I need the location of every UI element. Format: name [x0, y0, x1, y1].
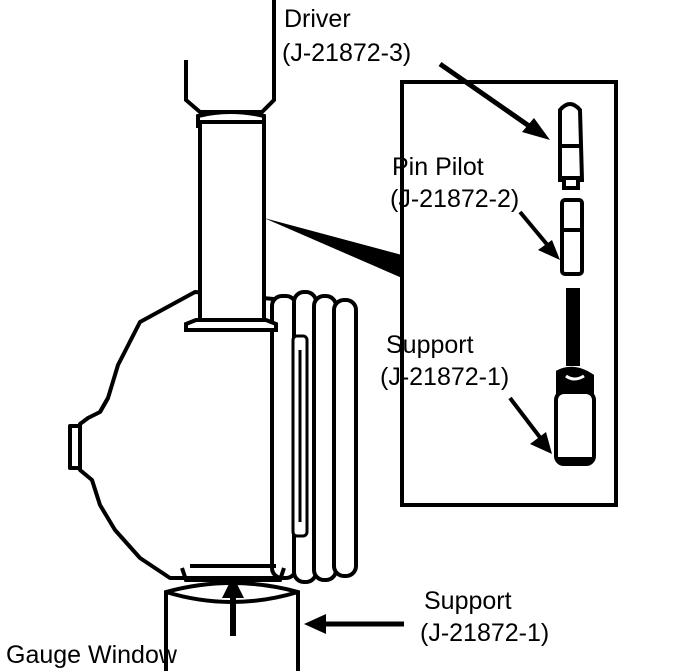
inset-driver-part	[558, 102, 585, 190]
driver-label: Driver	[284, 5, 351, 33]
gauge-window-arrow	[222, 576, 244, 636]
driver-label-arrow	[438, 61, 550, 140]
disc-plate-4	[332, 298, 358, 578]
pin-pilot-label-arrow	[518, 210, 560, 260]
inset-callout-wedge	[264, 218, 402, 278]
pin-pilot-label: Pin Pilot	[392, 153, 484, 181]
support-inset-label: Support	[386, 331, 474, 359]
support-main-arrow	[304, 614, 404, 634]
driver-shaft	[184, 0, 278, 332]
inset-support-part	[554, 366, 596, 466]
disc-slot	[291, 334, 309, 538]
support-main-part-number: (J-21872-1)	[420, 619, 550, 647]
pin-pilot-part-number: (J-21872-2)	[390, 185, 520, 213]
driver-part-number: (J-21872-3)	[282, 39, 412, 67]
inset-pin-pilot-part	[560, 198, 584, 276]
support-inset-part-number: (J-21872-1)	[380, 363, 510, 391]
pulley-hub-body	[68, 290, 287, 580]
clutch-discs	[270, 290, 358, 584]
gauge-window-label: Gauge Window	[6, 641, 177, 669]
support-inset-label-arrow	[508, 396, 552, 454]
support-main-label: Support	[424, 587, 512, 615]
inset-pin-rod	[566, 288, 580, 366]
